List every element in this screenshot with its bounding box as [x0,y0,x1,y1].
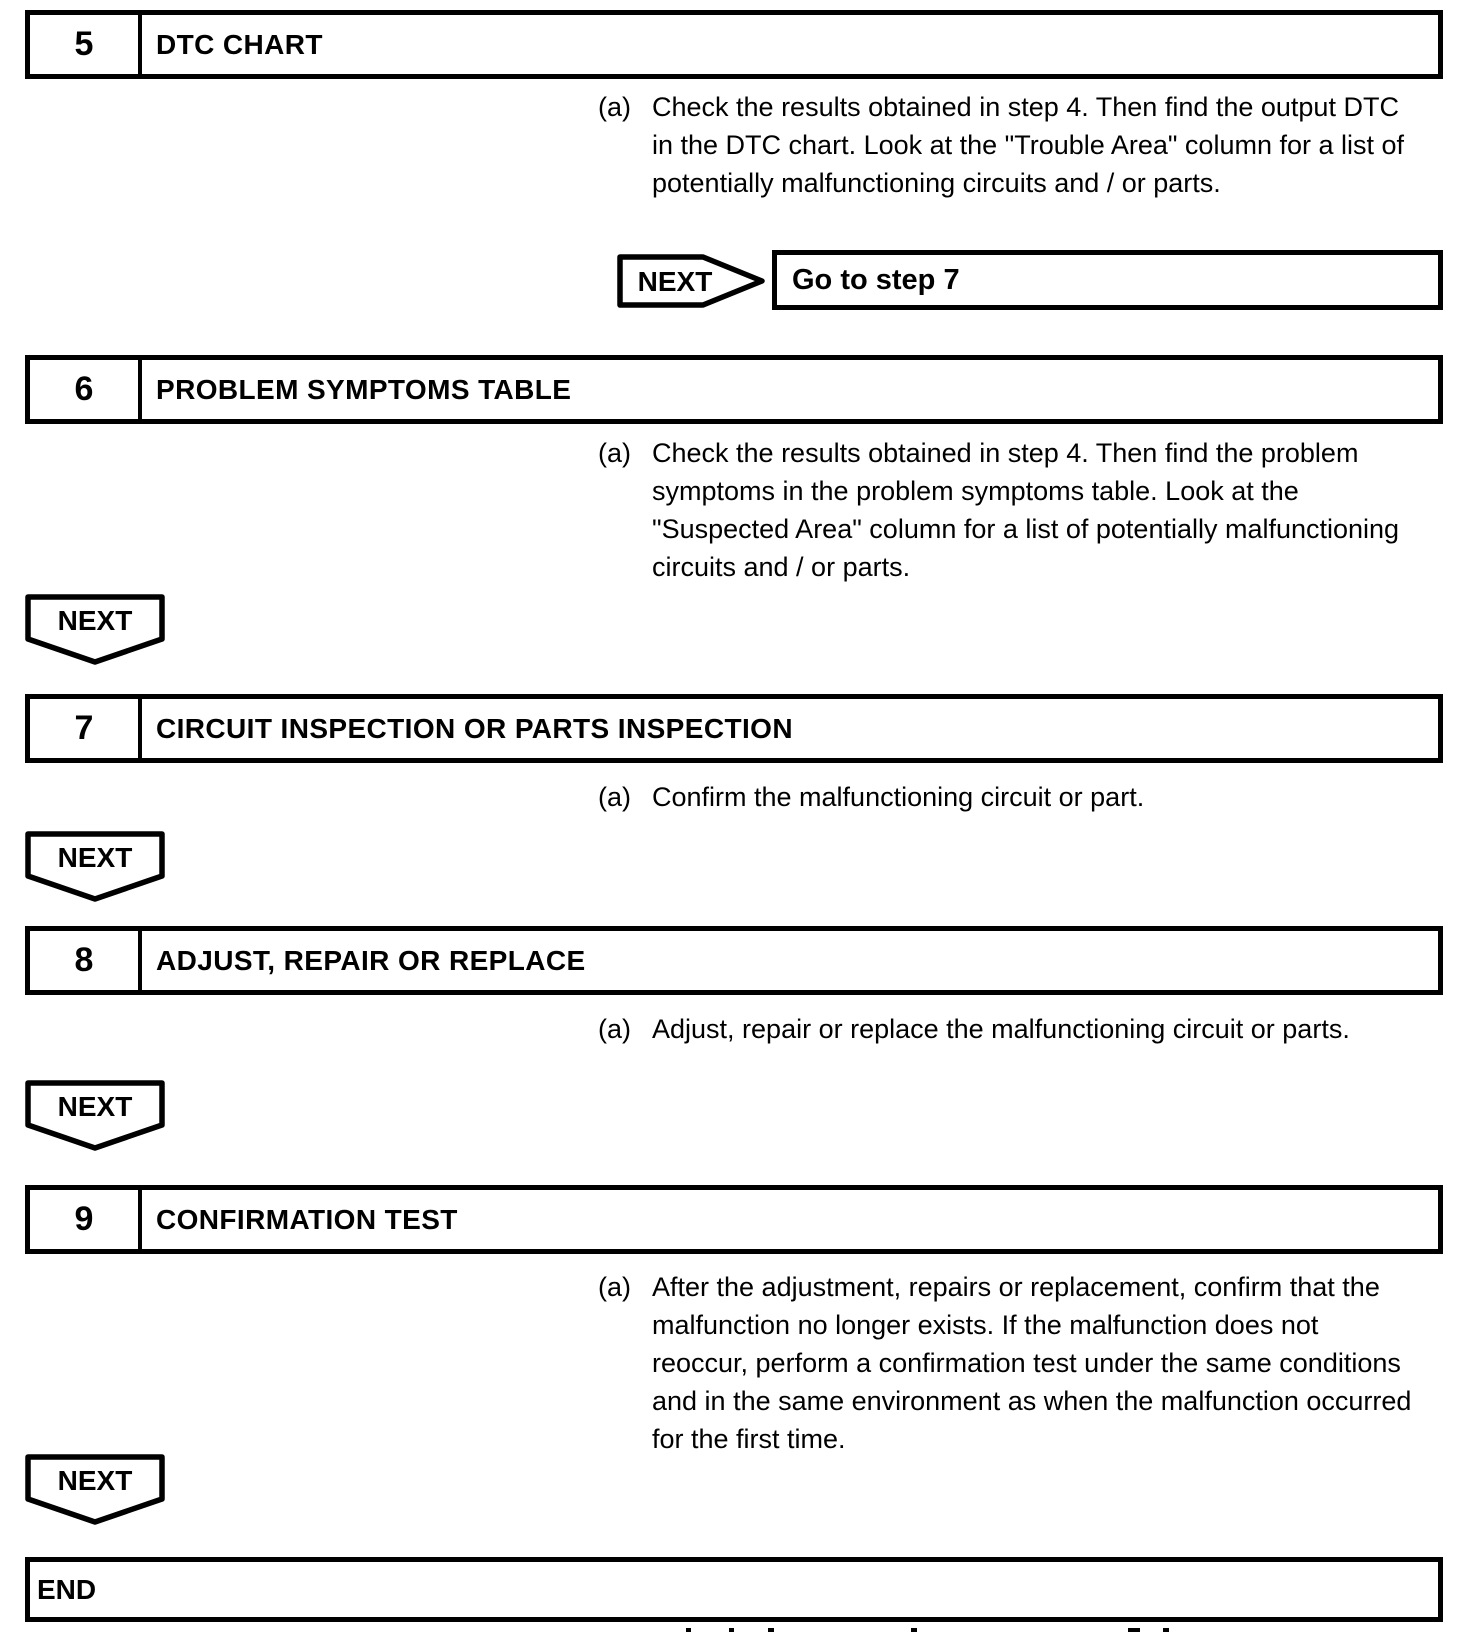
clipped-text-fragment [911,1628,917,1632]
item-description: Check the results obtained in step 4. Th… [652,438,1400,582]
item-description: Adjust, repair or replace the malfunctio… [652,1014,1350,1044]
step-header-6: 6 PROBLEM SYMPTOMS TABLE [25,355,1443,424]
step-header-8: 8 ADJUST, REPAIR OR REPLACE [25,926,1443,995]
next-arrow-right-icon: NEXT [617,254,765,308]
step-number: 6 [30,360,142,419]
clipped-text-fragment [686,1628,691,1632]
item-description: Check the results obtained in step 4. Th… [652,92,1405,198]
next-arrow-down-icon: NEXT [25,831,165,902]
step-number: 8 [30,931,142,990]
next-arrow-label: NEXT [58,1091,133,1122]
next-arrow-label: NEXT [58,605,133,636]
step-8-instruction: (a) Adjust, repair or replace the malfun… [598,1010,1412,1048]
clipped-text-fragment [729,1628,734,1632]
item-label: (a) [598,1014,631,1044]
item-label: (a) [598,1272,631,1302]
next-arrow-label: NEXT [58,1465,133,1496]
next-arrow-label: NEXT [638,266,713,297]
next-arrow-label: NEXT [58,842,133,873]
end-label: END [37,1573,97,1605]
next-arrow-down-icon: NEXT [25,1080,165,1151]
step-title: PROBLEM SYMPTOMS TABLE [156,373,572,405]
next-arrow-down-icon: NEXT [25,594,165,665]
step-header-7: 7 CIRCUIT INSPECTION OR PARTS INSPECTION [25,694,1443,763]
goto-label: Go to step 7 [792,263,960,296]
step-title: ADJUST, REPAIR OR REPLACE [156,944,586,976]
item-description: After the adjustment, repairs or replace… [652,1272,1412,1454]
item-label: (a) [598,438,631,468]
step-title: CONFIRMATION TEST [156,1203,458,1235]
step-header-5: 5 DTC CHART [25,10,1443,79]
step-6-instruction: (a) Check the results obtained in step 4… [598,434,1412,586]
clipped-text-fragment [1163,1628,1169,1632]
step-number: 5 [30,15,142,74]
clipped-text-fragment [1128,1628,1140,1632]
goto-box: Go to step 7 [772,250,1443,310]
step-9-instruction: (a) After the adjustment, repairs or rep… [598,1268,1412,1458]
step-title: CIRCUIT INSPECTION OR PARTS INSPECTION [156,712,793,744]
step-title: DTC CHART [156,28,323,60]
next-arrow-down-icon: NEXT [25,1454,165,1525]
item-label: (a) [598,92,631,122]
item-description: Confirm the malfunctioning circuit or pa… [652,782,1145,812]
clipped-text-fragment [768,1628,774,1632]
step-number: 9 [30,1190,142,1249]
end-box: END [25,1557,1443,1622]
step-7-instruction: (a) Confirm the malfunctioning circuit o… [598,778,1412,816]
step-5-instruction: (a) Check the results obtained in step 4… [598,88,1412,202]
step-number: 7 [30,699,142,758]
step-header-9: 9 CONFIRMATION TEST [25,1185,1443,1254]
item-label: (a) [598,782,631,812]
